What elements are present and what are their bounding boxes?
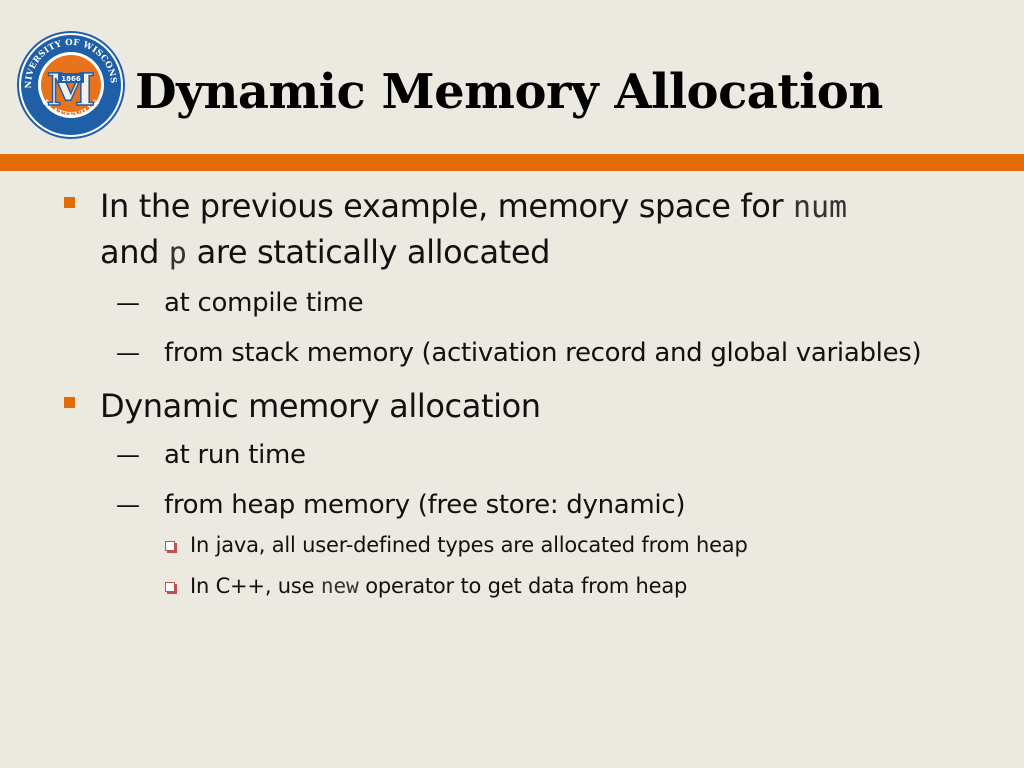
dash-bullet-icon: — (116, 441, 140, 469)
subsubitem-text-part: In C++, use (190, 574, 321, 598)
dash-bullet-icon: — (116, 289, 140, 317)
subsubitem-java-heap: In java, all user-defined types are allo… (0, 530, 1024, 560)
subsubitem-text: In java, all user-defined types are allo… (190, 533, 748, 557)
slide-title: Dynamic Memory Allocation (135, 64, 883, 120)
checkbox-bullet-icon (165, 541, 175, 551)
bullet-text-part: are statically allocated (186, 233, 551, 271)
subitem-text: from stack memory (activation record and… (164, 338, 922, 368)
subitem-run-time: — at run time (0, 436, 1024, 474)
subitem-text: at compile time (164, 288, 364, 318)
square-bullet-icon (64, 397, 75, 408)
subsubitem-cpp-new: In C++, use new operator to get data fro… (0, 571, 1024, 601)
bullet-dynamic-allocation: Dynamic memory allocation (0, 384, 1024, 428)
bullet-static-allocation: In the previous example, memory space fo… (0, 184, 1024, 276)
subitem-stack-memory: — from stack memory (activation record a… (0, 334, 1024, 372)
code-p: p (168, 236, 187, 271)
bullet-text-part: and (100, 233, 169, 271)
university-seal-logo: UNIVERSITY OF WISCONSIN PLATTEVILLE M 18… (16, 30, 125, 139)
seal-monogram: M (47, 65, 96, 116)
code-new: new (320, 574, 359, 598)
seal-year: 1866 (61, 75, 81, 83)
checkbox-bullet-icon (165, 582, 175, 592)
subitem-heap-memory: — from heap memory (free store: dynamic) (0, 486, 1024, 524)
slide-body: In the previous example, memory space fo… (0, 184, 1024, 601)
code-num: num (792, 190, 848, 225)
bullet-text-part: In the previous example, memory space fo… (100, 187, 793, 225)
subitem-text: at run time (164, 440, 306, 470)
dash-bullet-icon: — (116, 339, 140, 367)
subitem-compile-time: — at compile time (0, 284, 1024, 322)
bullet-text-part: Dynamic memory allocation (100, 387, 541, 425)
subitem-text: from heap memory (free store: dynamic) (164, 490, 686, 520)
square-bullet-icon (64, 197, 75, 208)
dash-bullet-icon: — (116, 491, 140, 519)
title-divider (0, 154, 1024, 171)
subsubitem-text-part: operator to get data from heap (358, 574, 688, 598)
